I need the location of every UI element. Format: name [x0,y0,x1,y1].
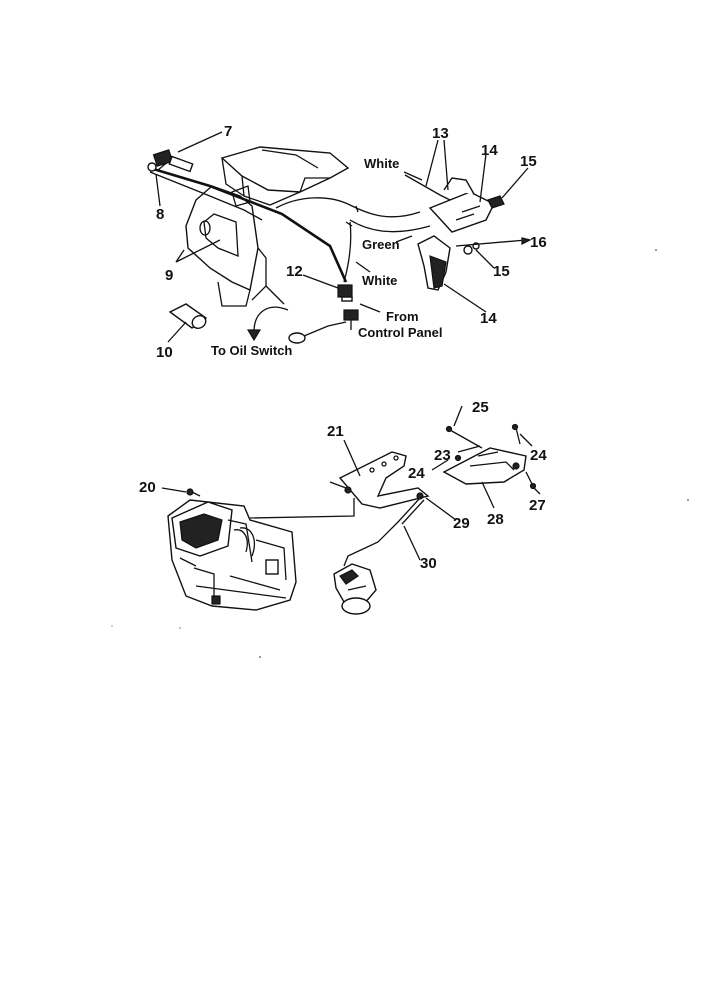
label-white-top: White [364,156,399,171]
callout-24-left: 24 [408,465,425,482]
bottom-linkage-diagram: 20 21 23 24 24 25 27 28 29 30 [139,399,547,615]
label-green: Green [362,237,400,252]
callout-28: 28 [487,511,504,528]
callout-25: 25 [472,399,489,416]
callout-12: 12 [286,263,303,280]
top-wiring-diagram: 7 8 9 10 12 13 14 14 15 15 16 White Gree… [147,123,547,361]
solenoid-assembly [417,177,505,291]
control-bracket-21 [329,451,430,509]
callout-15-lower: 15 [493,263,510,280]
callout-13: 13 [432,125,449,142]
callout-23: 23 [434,447,451,464]
callout-7: 7 [224,123,232,140]
callout-8: 8 [156,206,164,223]
callout-24-right: 24 [530,447,547,464]
scan-specks [111,249,689,658]
callout-15-upper: 15 [520,153,537,170]
callout-21: 21 [327,423,344,440]
governor-linkage-rod [249,498,355,519]
bracket-part-28 [442,447,527,485]
callout-14-lower: 14 [480,310,497,327]
callout-30: 30 [420,555,437,572]
callout-20: 20 [139,479,156,496]
terminal-part-8 [147,162,157,172]
small-hardware [186,423,537,497]
engine-block [167,499,297,611]
connector-part-7 [152,149,194,173]
top-leader-lines [155,131,532,343]
label-white-mid: White [362,273,397,288]
connector-plug-12 [337,284,359,330]
callout-27: 27 [529,497,546,514]
callout-29: 29 [453,515,470,532]
callout-9: 9 [165,267,173,284]
engine-housing [175,146,350,307]
callout-10: 10 [156,344,173,361]
callout-14-upper: 14 [481,142,498,159]
label-control-panel: Control Panel [358,325,443,340]
throttle-cable-30 [343,492,425,567]
label-from: From [386,309,419,324]
callout-16: 16 [530,234,547,251]
oil-switch-lead [246,306,347,344]
carburetor [333,563,377,615]
label-to-oil-switch: To Oil Switch [211,343,292,358]
sleeve-part-10 [168,303,208,329]
bottom-leader-lines [161,405,541,561]
